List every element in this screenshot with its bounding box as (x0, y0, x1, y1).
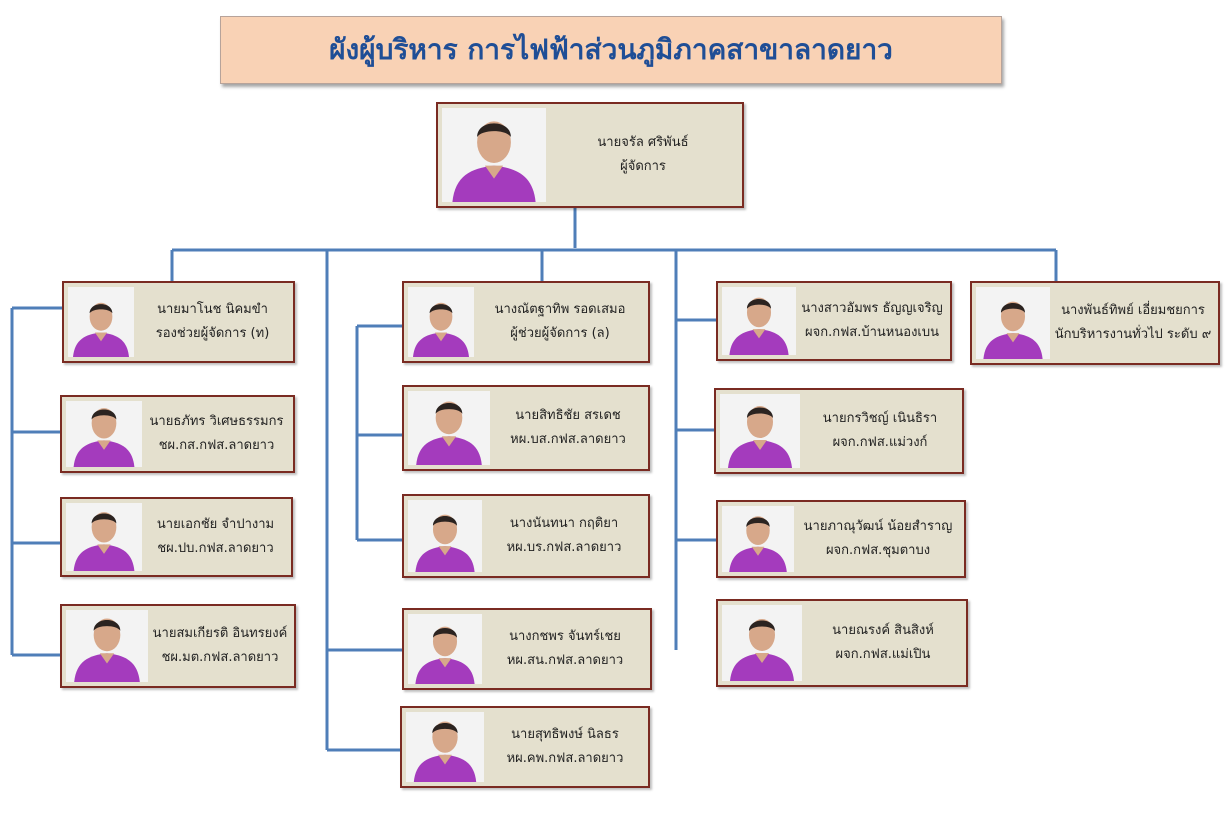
chart-title-box: ผังผู้บริหาร การไฟฟ้าส่วนภูมิภาคสาขาลาดย… (220, 16, 1002, 84)
person-role: ชผ.มต.กฟส.ลาดยาว (161, 650, 279, 665)
person-info: นายภาณุวัฒน์ น้อยสำราญผจก.กฟส.ชุมตาบง (796, 502, 960, 576)
person-card: นายธภัทร วิเศษธรรมกรชผ.กส.กฟส.ลาดยาว (60, 395, 295, 473)
person-info: นายสิทธิชัย สรเดชหผ.บส.กฟส.ลาดยาว (492, 387, 644, 469)
person-photo-icon (722, 506, 794, 572)
person-name: นายมาโนช นิคมขำ (157, 302, 268, 317)
person-card: นางณัตฐาทิพ รอดเสมอผู้ช่วยผู้จัดการ (ล) (402, 281, 650, 363)
chart-title: ผังผู้บริหาร การไฟฟ้าส่วนภูมิภาคสาขาลาดย… (329, 33, 893, 66)
person-photo-icon (722, 287, 796, 355)
person-role: ชผ.กส.กฟส.ลาดยาว (158, 438, 275, 453)
person-name: นายสิทธิชัย สรเดช (515, 408, 621, 423)
person-photo (68, 287, 134, 357)
person-role: หผ.คพ.กฟส.ลาดยาว (506, 751, 624, 766)
person-card: นายมาโนช นิคมขำรองช่วยผู้จัดการ (ท) (62, 281, 295, 363)
person-photo (406, 712, 484, 782)
person-photo-icon (406, 712, 484, 782)
person-photo (66, 503, 142, 571)
person-card: นายสุทธิพงษ์ นิลธรหผ.คพ.กฟส.ลาดยาว (400, 706, 650, 788)
person-name: นางณัตฐาทิพ รอดเสมอ (494, 302, 626, 317)
person-card: นายสิทธิชัย สรเดชหผ.บส.กฟส.ลาดยาว (402, 385, 650, 471)
person-photo (408, 614, 482, 684)
person-photo-icon (66, 503, 142, 571)
person-photo (66, 401, 142, 467)
person-photo (976, 287, 1050, 359)
person-name: นางนันทนา กฤติยา (509, 516, 619, 531)
person-card: นางกชพร จันทร์เชยหผ.สน.กฟส.ลาดยาว (402, 608, 652, 690)
person-photo-icon (68, 287, 134, 357)
person-card: นายกรวิชญ์ เนินธิราผจก.กฟส.แม่วงก์ (714, 388, 964, 474)
person-photo (408, 287, 474, 357)
person-info: นางกชพร จันทร์เชยหผ.สน.กฟส.ลาดยาว (484, 610, 646, 688)
person-photo-icon (408, 391, 490, 465)
person-info: นายสมเกียรติ อินทรยงค์ชผ.มต.กฟส.ลาดยาว (150, 606, 290, 686)
person-card: นางสาวอัมพร ธัญญเจริญผจก.กฟส.บ้านหนองเบน (716, 281, 952, 361)
person-name: นายภาณุวัฒน์ น้อยสำราญ (803, 519, 953, 534)
person-name: นายสมเกียรติ อินทรยงค์ (152, 626, 288, 641)
person-info: นายสุทธิพงษ์ นิลธรหผ.คพ.กฟส.ลาดยาว (486, 708, 644, 786)
person-role: ผู้ช่วยผู้จัดการ (ล) (510, 326, 610, 341)
person-photo-icon (442, 108, 546, 202)
person-role: ผจก.กฟส.บ้านหนองเบน (804, 325, 939, 340)
person-photo-icon (66, 610, 148, 682)
person-name: นายณรงค์ สินสิงห์ (832, 623, 934, 638)
person-photo (722, 605, 802, 681)
person-name: นางพันธ์ทิพย์ เอี่ยมชยการ (1061, 303, 1205, 318)
person-name: นางสาวอัมพร ธัญญเจริญ (801, 301, 943, 316)
person-photo (442, 108, 546, 202)
person-role: ผจก.กฟส.ชุมตาบง (825, 543, 931, 558)
person-card: นายสมเกียรติ อินทรยงค์ชผ.มต.กฟส.ลาดยาว (60, 604, 296, 688)
person-photo (66, 610, 148, 682)
person-photo-icon (976, 287, 1050, 359)
person-name: นายกรวิชญ์ เนินธิรา (822, 411, 938, 426)
person-info: นายจรัล ศริพันธ์ผู้จัดการ (548, 104, 738, 206)
person-card: นายจรัล ศริพันธ์ผู้จัดการ (436, 102, 744, 208)
person-name: นายเอกชัย จำปางาม (156, 517, 275, 532)
person-info: นายณรงค์ สินสิงห์ผจก.กฟส.แม่เปิน (804, 601, 962, 685)
person-photo (722, 506, 794, 572)
person-photo-icon (408, 287, 474, 357)
person-role: รองช่วยผู้จัดการ (ท) (155, 326, 270, 341)
person-role: หผ.สน.กฟส.ลาดยาว (506, 653, 624, 668)
person-card: นางนันทนา กฤติยาหผ.บร.กฟส.ลาดยาว (402, 494, 650, 578)
person-info: นายมาโนช นิคมขำรองช่วยผู้จัดการ (ท) (136, 283, 289, 361)
person-name: นายจรัล ศริพันธ์ (597, 135, 689, 150)
person-role: หผ.บส.กฟส.ลาดยาว (510, 432, 626, 447)
person-role: นักบริหารงานทั่วไป ระดับ ๙ (1054, 327, 1212, 342)
person-photo (408, 500, 482, 572)
person-photo-icon (722, 605, 802, 681)
person-info: นายเอกชัย จำปางามชผ.ปบ.กฟส.ลาดยาว (144, 499, 287, 575)
person-name: นางกชพร จันทร์เชย (509, 629, 621, 644)
person-role: ผจก.กฟส.แม่วงก์ (832, 435, 928, 450)
person-photo-icon (720, 394, 800, 468)
person-role: ผู้จัดการ (620, 159, 666, 174)
person-info: นายกรวิชญ์ เนินธิราผจก.กฟส.แม่วงก์ (802, 390, 958, 472)
person-photo (720, 394, 800, 468)
person-card: นายเอกชัย จำปางามชผ.ปบ.กฟส.ลาดยาว (60, 497, 293, 577)
person-role: ผจก.กฟส.แม่เปิน (835, 647, 931, 662)
person-role: ชผ.ปบ.กฟส.ลาดยาว (157, 541, 274, 556)
person-photo-icon (408, 500, 482, 572)
person-info: นางสาวอัมพร ธัญญเจริญผจก.กฟส.บ้านหนองเบน (798, 283, 946, 359)
person-info: นางพันธ์ทิพย์ เอี่ยมชยการนักบริหารงานทั่… (1052, 283, 1214, 363)
person-info: นางณัตฐาทิพ รอดเสมอผู้ช่วยผู้จัดการ (ล) (476, 283, 644, 361)
person-role: หผ.บร.กฟส.ลาดยาว (506, 540, 622, 555)
person-info: นางนันทนา กฤติยาหผ.บร.กฟส.ลาดยาว (484, 496, 644, 576)
person-card: นายณรงค์ สินสิงห์ผจก.กฟส.แม่เปิน (716, 599, 968, 687)
person-name: นายสุทธิพงษ์ นิลธร (511, 727, 619, 742)
person-card: นางพันธ์ทิพย์ เอี่ยมชยการนักบริหารงานทั่… (970, 281, 1220, 365)
person-info: นายธภัทร วิเศษธรรมกรชผ.กส.กฟส.ลาดยาว (144, 397, 289, 471)
person-name: นายธภัทร วิเศษธรรมกร (149, 414, 284, 429)
person-card: นายภาณุวัฒน์ น้อยสำราญผจก.กฟส.ชุมตาบง (716, 500, 966, 578)
person-photo-icon (66, 401, 142, 467)
person-photo-icon (408, 614, 482, 684)
person-photo (722, 287, 796, 355)
person-photo (408, 391, 490, 465)
